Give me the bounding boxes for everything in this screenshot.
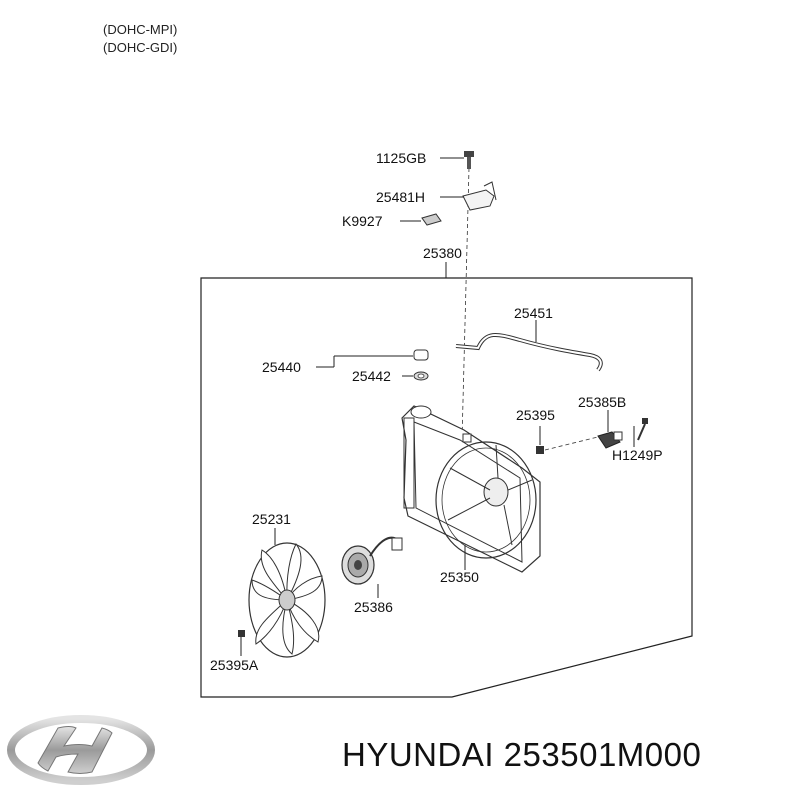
screw-25395-part[interactable]	[536, 446, 544, 454]
part-label-25395a[interactable]: 25395A	[210, 657, 259, 673]
part-label-25395[interactable]: 25395	[516, 407, 555, 423]
screw-25395a-part[interactable]	[238, 630, 245, 637]
bolt-1125gb-part[interactable]	[464, 151, 474, 169]
part-label-25481h[interactable]: 25481H	[376, 189, 425, 205]
part-label-25451[interactable]: 25451	[514, 305, 553, 321]
part-label-25386[interactable]: 25386	[354, 599, 393, 615]
part-label-25385b[interactable]: 25385B	[578, 394, 626, 410]
part-label-25440[interactable]: 25440	[262, 359, 301, 375]
part-label-1125gb[interactable]: 1125GB	[376, 150, 426, 166]
part-label-h1249p[interactable]: H1249P	[612, 447, 663, 463]
engine-variant-gdi: (DOHC-GDI)	[103, 40, 178, 55]
cap-25440-part[interactable]	[413, 349, 429, 361]
hose-25451-part[interactable]	[455, 333, 603, 372]
guide-line	[461, 167, 470, 441]
engine-variant-mpi: (DOHC-MPI)	[103, 22, 178, 37]
part-label-k9927[interactable]: K9927	[342, 213, 383, 229]
clip-k9927-part[interactable]	[421, 213, 442, 226]
fan-25231-part[interactable]	[248, 542, 326, 658]
bracket-25481h-part[interactable]	[462, 181, 497, 211]
screw-h1249p-part[interactable]	[637, 418, 648, 441]
part-label-25442[interactable]: 25442	[352, 368, 391, 384]
seal-25442-part[interactable]	[413, 371, 429, 381]
motor-25386-part[interactable]	[341, 536, 403, 585]
resistor-25385b-part[interactable]	[597, 431, 623, 449]
part-label-25380[interactable]: 25380	[423, 245, 462, 261]
hyundai-logo-icon	[7, 715, 155, 785]
part-label-25350[interactable]: 25350	[440, 569, 479, 585]
assembly-boundary	[200, 277, 693, 698]
part-label-25231[interactable]: 25231	[252, 511, 291, 527]
brand-part-number-caption: HYUNDAI 253501M000	[342, 736, 702, 773]
shroud-25350-part[interactable]	[401, 405, 541, 573]
